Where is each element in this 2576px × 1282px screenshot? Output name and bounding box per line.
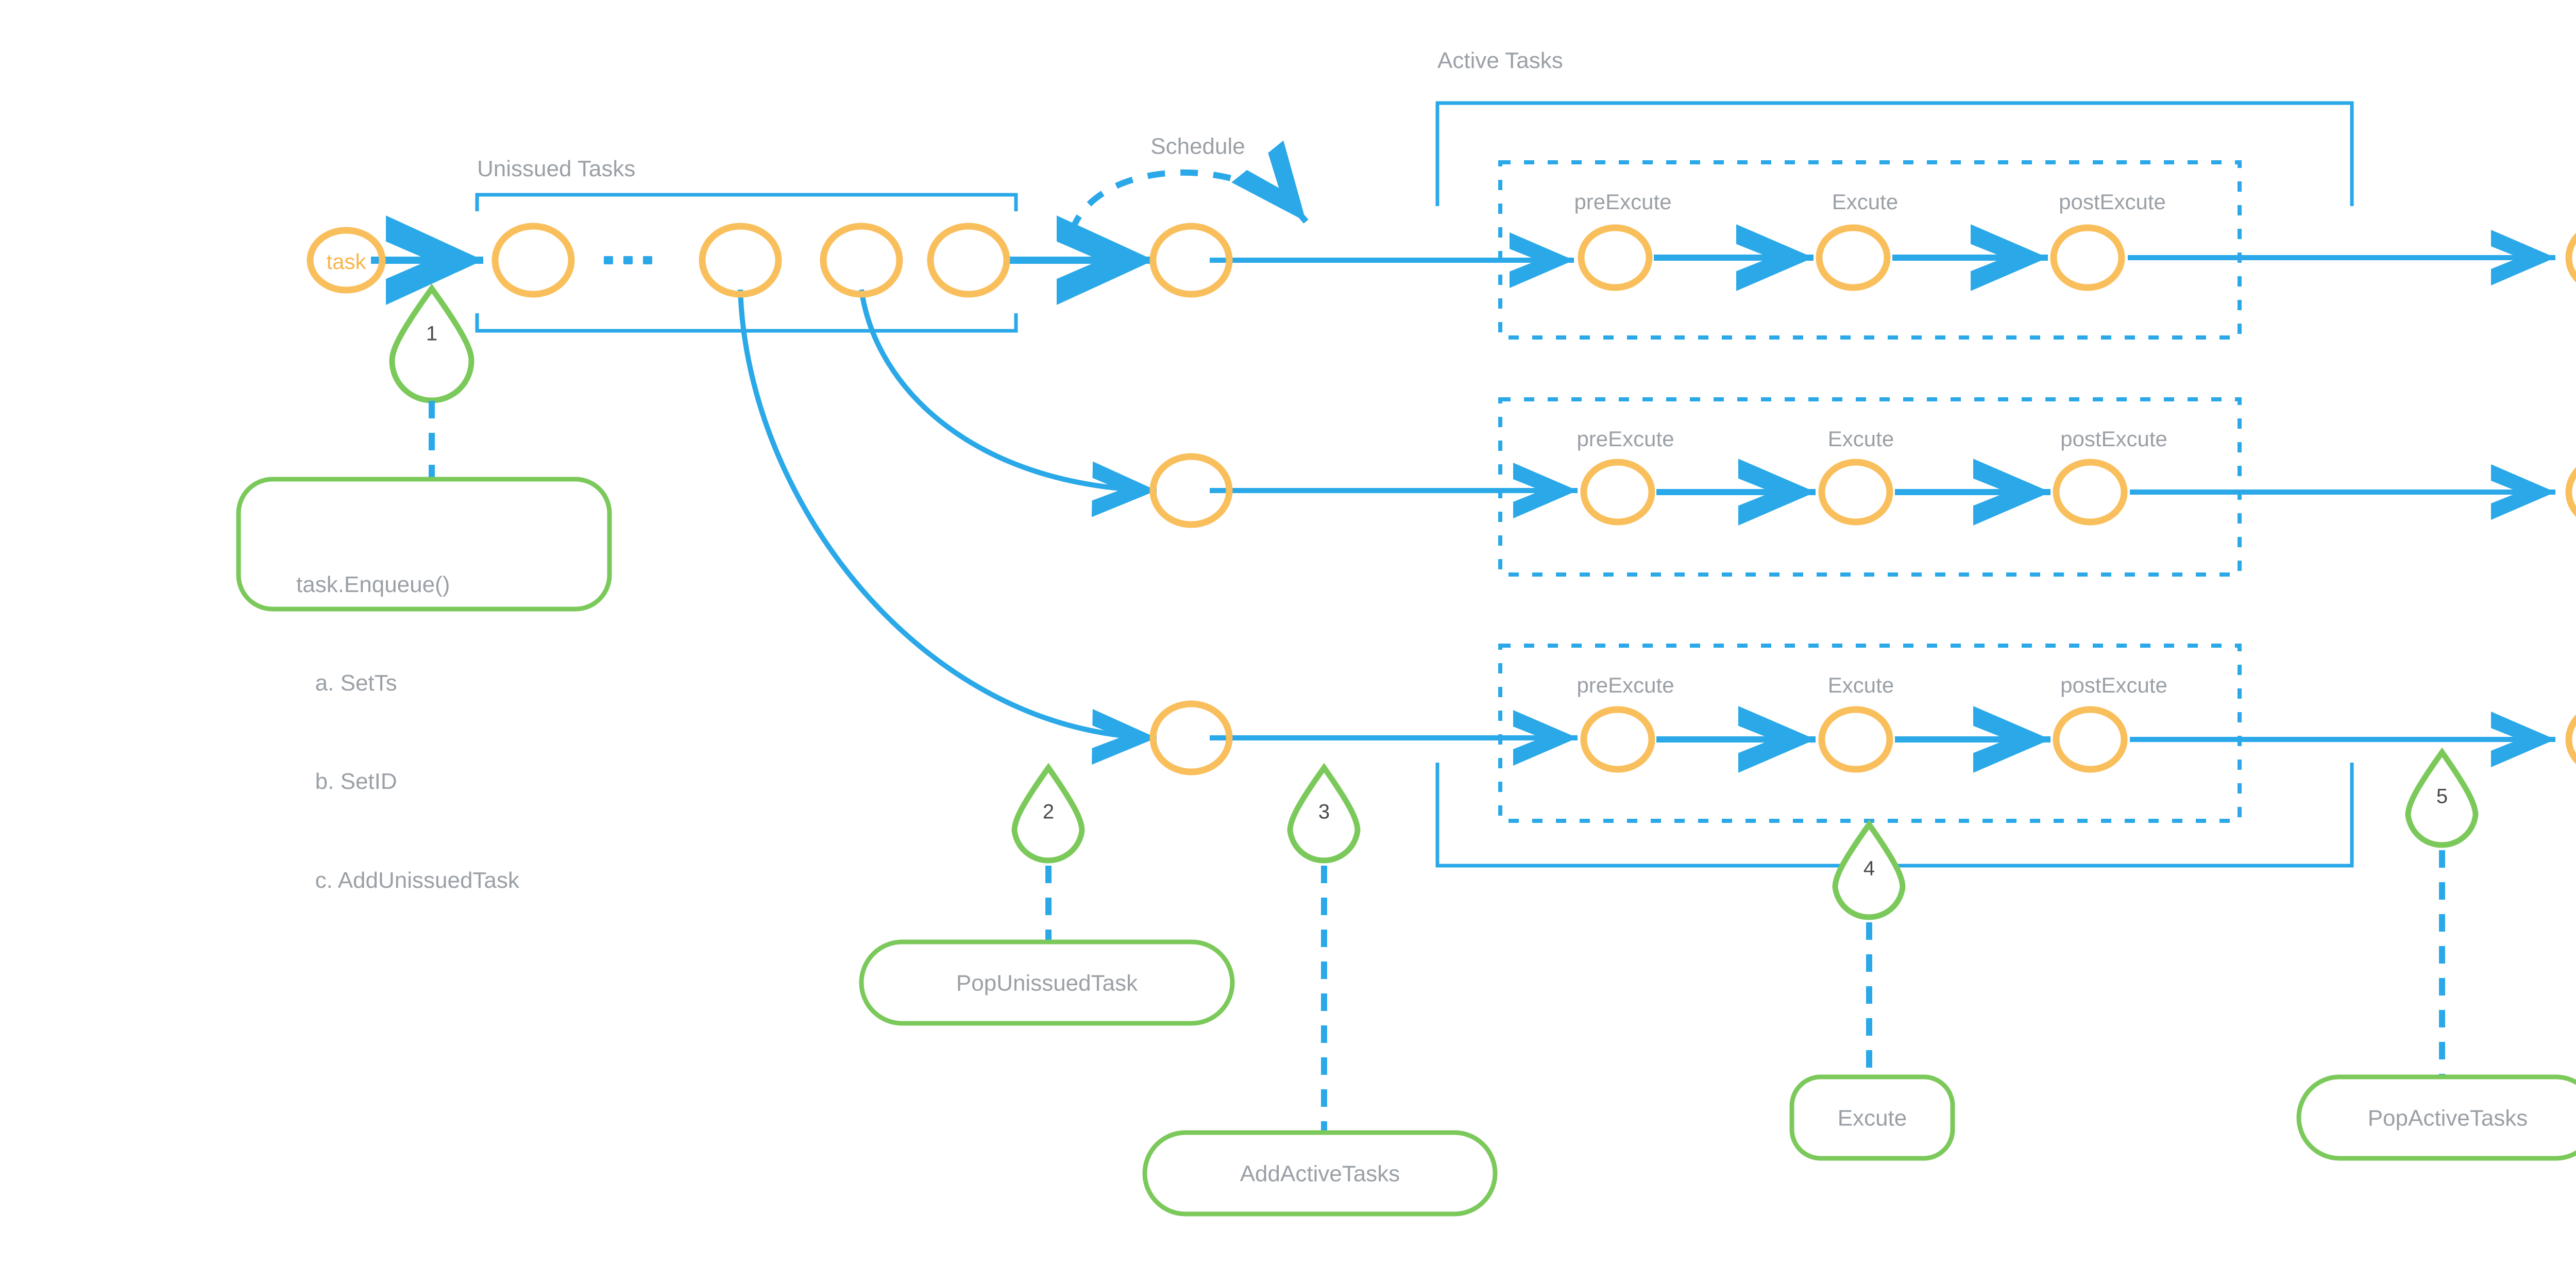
schedule-edge-label: Schedule — [1150, 133, 1245, 159]
node-row2-entry — [1149, 453, 1233, 528]
row-1 — [1210, 160, 2555, 340]
node-row3-pre — [1580, 706, 1655, 773]
callout-shape-pop-active — [2296, 1074, 2576, 1161]
node-row3-exec — [1818, 706, 1893, 773]
callout-enqueue-line-3: b. SetID — [296, 769, 397, 795]
callout-enqueue-line-4: c. AddUnissuedTask — [296, 867, 519, 893]
active-tasks-label: Active Tasks — [1437, 48, 1563, 73]
marker-pin-2 — [1011, 763, 1085, 864]
row3-pre-label: preExcute — [1577, 672, 1674, 697]
node-row2-pre — [1580, 459, 1655, 526]
marker-pins — [389, 283, 2479, 1133]
row2-exec-label: Excute — [1827, 426, 1894, 451]
row3-exec-label: Excute — [1827, 672, 1894, 697]
row-1-stage-box — [1498, 160, 2242, 340]
node-row2-exec — [1818, 459, 1893, 526]
row-2 — [1210, 397, 2555, 577]
node-row3-end — [2565, 714, 2576, 765]
marker-label-5: 5 — [2436, 785, 2448, 808]
node-row2-post — [2053, 459, 2128, 526]
row2-post-label: postExcute — [2060, 426, 2167, 451]
callout-shapes — [236, 477, 2576, 1217]
node-unissued-3 — [820, 223, 903, 298]
callout-pop-unissued-label: PopUnissuedTask — [956, 970, 1138, 996]
edge-schedule-arc — [1069, 140, 1309, 233]
node-task — [307, 227, 386, 294]
node-task-label: task — [326, 249, 366, 274]
callout-enqueue-line-1: task.Enqueue() — [296, 571, 450, 597]
callout-shape-add-active — [1142, 1130, 1498, 1217]
edge-queue-to-row3 — [738, 289, 1157, 765]
marker-pin-3 — [1287, 763, 1361, 864]
node-row1-post — [2050, 224, 2125, 291]
callout-excute-label: Excute — [1837, 1105, 1907, 1131]
marker-label-3: 3 — [1318, 800, 1330, 823]
callout-shape-excute — [1789, 1074, 1955, 1161]
row1-pre-label: preExcute — [1574, 189, 1672, 214]
node-row1-exec — [1816, 224, 1891, 291]
row1-exec-label: Excute — [1832, 189, 1899, 214]
callout-enqueue-line-2: a. SetTs — [296, 670, 397, 696]
node-row1-end — [2565, 232, 2576, 283]
unissued-ellipsis — [604, 256, 652, 264]
node-unissued-2 — [699, 223, 782, 298]
node-row1-pre — [1578, 224, 1653, 291]
marker-label-2: 2 — [1042, 800, 1055, 823]
node-unissued-1 — [492, 223, 575, 298]
callout-shape-enqueue — [236, 477, 612, 612]
callout-pop-active-label: PopActiveTasks — [2367, 1105, 2528, 1131]
callout-add-active-label: AddActiveTasks — [1240, 1161, 1400, 1187]
unissued-tasks-label: Unissued Tasks — [477, 156, 636, 181]
marker-label-1: 1 — [426, 322, 438, 345]
node-row2-end — [2565, 467, 2576, 517]
marker-pin-5 — [2405, 747, 2479, 848]
row3-post-label: postExcute — [2060, 672, 2167, 697]
node-row1-entry — [1149, 223, 1233, 298]
row2-pre-label: preExcute — [1577, 426, 1674, 451]
node-unissued-4 — [927, 223, 1010, 298]
marker-pin-4 — [1832, 819, 1906, 920]
edge-queue-to-row2 — [859, 289, 1157, 517]
callout-shape-pop-unissued — [859, 939, 1235, 1026]
callout-enqueue-text: task.Enqueue() a. SetTs b. SetID c. AddU… — [296, 502, 519, 963]
unissued-tasks-bracket — [475, 193, 1018, 333]
marker-label-4: 4 — [1863, 857, 1875, 880]
row1-post-label: postExcute — [2059, 189, 2166, 214]
node-row3-post — [2053, 706, 2128, 773]
active-tasks-bracket — [1435, 101, 2354, 868]
task-nodes — [307, 223, 2576, 775]
marker-pin-1 — [389, 283, 474, 403]
node-row3-entry — [1149, 700, 1233, 775]
row-2-stage-box — [1498, 397, 2242, 577]
